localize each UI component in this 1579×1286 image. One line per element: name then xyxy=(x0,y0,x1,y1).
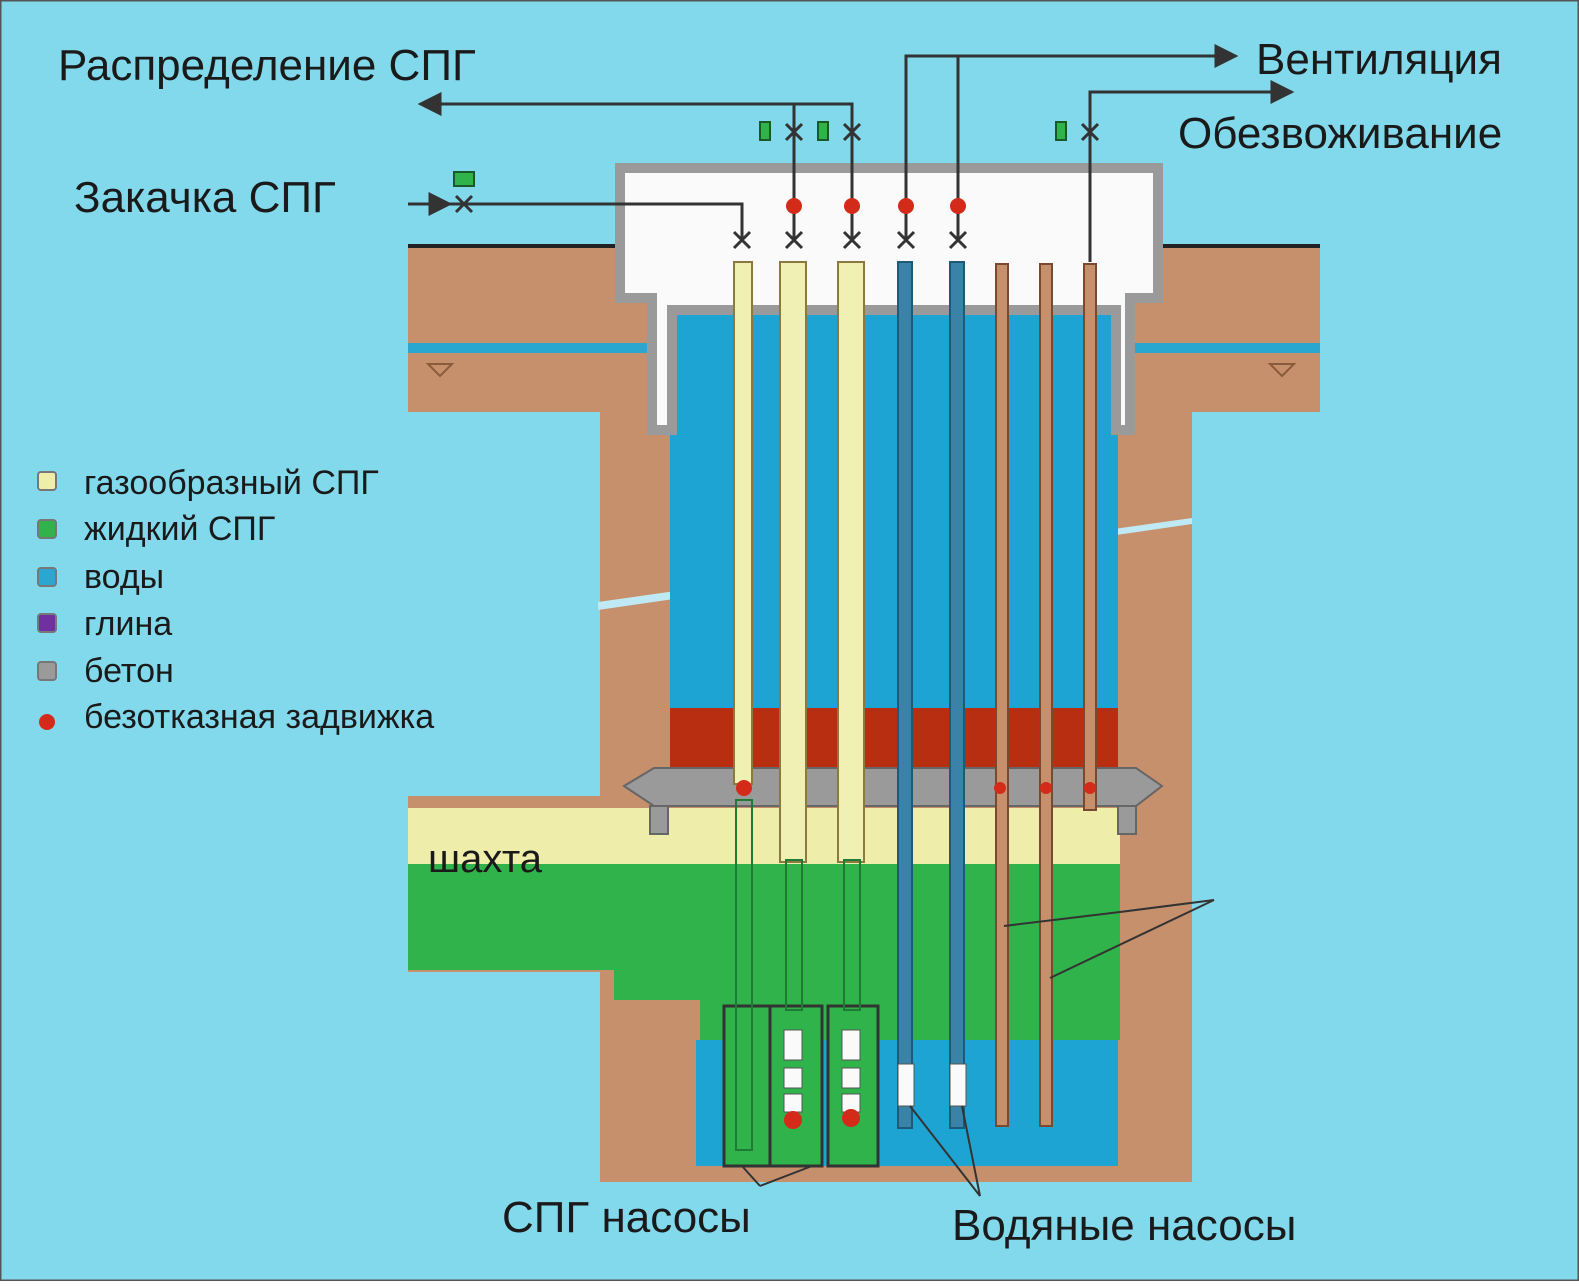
lng-pump-1 xyxy=(783,1029,803,1129)
water-pipes xyxy=(897,261,965,1129)
water-level-marker-left xyxy=(425,363,455,378)
concrete-plug xyxy=(622,767,1164,807)
failsafe-valve-top-1 xyxy=(786,198,802,214)
legend-swatch-gas xyxy=(37,471,57,491)
dewatering-pipes xyxy=(995,263,1097,1127)
failsafe-valve-lower-3 xyxy=(1040,782,1052,794)
failsafe-valve-lower-4 xyxy=(1084,782,1096,794)
failsafe-valve-top-3 xyxy=(898,198,914,214)
label-dewatering: Обезвоживание xyxy=(1178,109,1502,158)
water-level-marker-right xyxy=(1267,363,1297,378)
legend: газообразный СПГ жидкий СПГ воды глина б… xyxy=(37,464,434,736)
legend-swatch-clay xyxy=(37,613,57,633)
gas-pipes xyxy=(733,261,865,863)
lng-pump-2 xyxy=(841,1029,861,1127)
leader-lines xyxy=(741,899,1215,1197)
failsafe-valve-top-2 xyxy=(844,198,860,214)
failsafe-valve-lower-2 xyxy=(994,782,1006,794)
failsafe-valve-lower-1 xyxy=(736,780,752,796)
legend-label-valve: безотказная задвижка xyxy=(84,698,434,736)
plug-leg-left xyxy=(649,805,669,835)
groundwater-left xyxy=(408,343,658,353)
water-pump-1 xyxy=(897,1063,915,1107)
legend-label-clay: глина xyxy=(84,605,172,643)
pump-sump-1 xyxy=(722,1004,778,1168)
groundwater-right xyxy=(1120,343,1320,353)
failsafe-valve-top-4 xyxy=(950,198,966,214)
label-distribution: Распределение СПГ xyxy=(58,41,476,90)
legend-swatch-concrete xyxy=(37,661,57,681)
label-shaft: шахта xyxy=(428,837,543,881)
label-injection: Закачка СПГ xyxy=(74,173,336,222)
lng-pipes-lower xyxy=(735,799,861,1151)
legend-swatch-liquid xyxy=(37,519,57,539)
top-valves xyxy=(454,122,1100,250)
label-lng-pumps: СПГ насосы xyxy=(502,1193,751,1242)
water-pump-2 xyxy=(949,1063,967,1107)
legend-swatch-valve xyxy=(39,714,55,730)
top-piping xyxy=(408,44,1295,262)
legend-label-liquid: жидкий СПГ xyxy=(84,510,275,548)
legend-swatch-water xyxy=(37,567,57,587)
top-chamber xyxy=(615,163,1163,435)
legend-label-gas: газообразный СПГ xyxy=(84,464,379,502)
legend-label-concrete: бетон xyxy=(84,652,174,690)
valve-actuators xyxy=(453,121,1067,187)
liquid-lng-zone xyxy=(408,864,1120,1040)
plug-leg-right xyxy=(1117,805,1137,835)
legend-label-water: воды xyxy=(84,558,164,596)
label-water-pumps: Водяные насосы xyxy=(952,1201,1296,1250)
label-ventilation: Вентиляция xyxy=(1256,35,1502,84)
